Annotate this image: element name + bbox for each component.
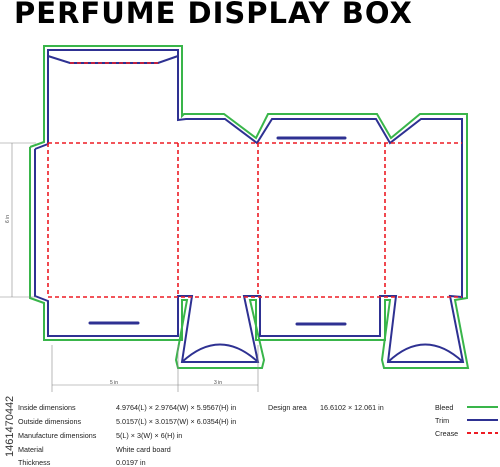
trim-outline (34, 49, 465, 363)
legend-trim-label: Trim (435, 416, 450, 425)
legend-bleed-label: Bleed (435, 403, 454, 412)
stock-watermark: 1461470442 (4, 345, 18, 457)
hang-slots (88, 136, 347, 326)
bleed-outline (29, 45, 470, 369)
spec-label-outside: Outside dimensions (18, 417, 82, 426)
spec-label-inside: Inside dimensions (18, 403, 76, 412)
spec-value-inside: 4.9764(L) × 2.9764(W) × 5.9567(H) in (116, 403, 237, 412)
spec-label-manufacture: Manufacture dimensions (18, 431, 97, 440)
legend-swatches (467, 406, 498, 434)
spec-value-material: White card board (116, 445, 171, 454)
height-dimension-label: 6 in (5, 214, 12, 224)
design-area-value: 16.6102 × 12.061 in (320, 403, 384, 412)
spec-label-thickness: Thickness (18, 458, 51, 467)
page-title: PERFUME DISPLAY BOX (14, 0, 413, 30)
dimension-lines (0, 142, 259, 392)
spec-value-manufacture: 5(L) × 3(W) × 6(H) in (116, 431, 183, 440)
side-width-dimension-label: 3 in (214, 380, 223, 386)
legend-crease-label: Crease (435, 429, 459, 438)
crease-lines (47, 62, 462, 298)
spec-label-material: Material (18, 445, 44, 454)
spec-value-outside: 5.0157(L) × 3.0157(W) × 6.0354(H) in (116, 417, 237, 426)
design-area-label: Design area (268, 403, 307, 412)
stock-id: 1461470442 (4, 395, 16, 457)
spec-value-thickness: 0.0197 in (116, 458, 146, 467)
panel-width-dimension-label: 5 in (110, 380, 119, 386)
